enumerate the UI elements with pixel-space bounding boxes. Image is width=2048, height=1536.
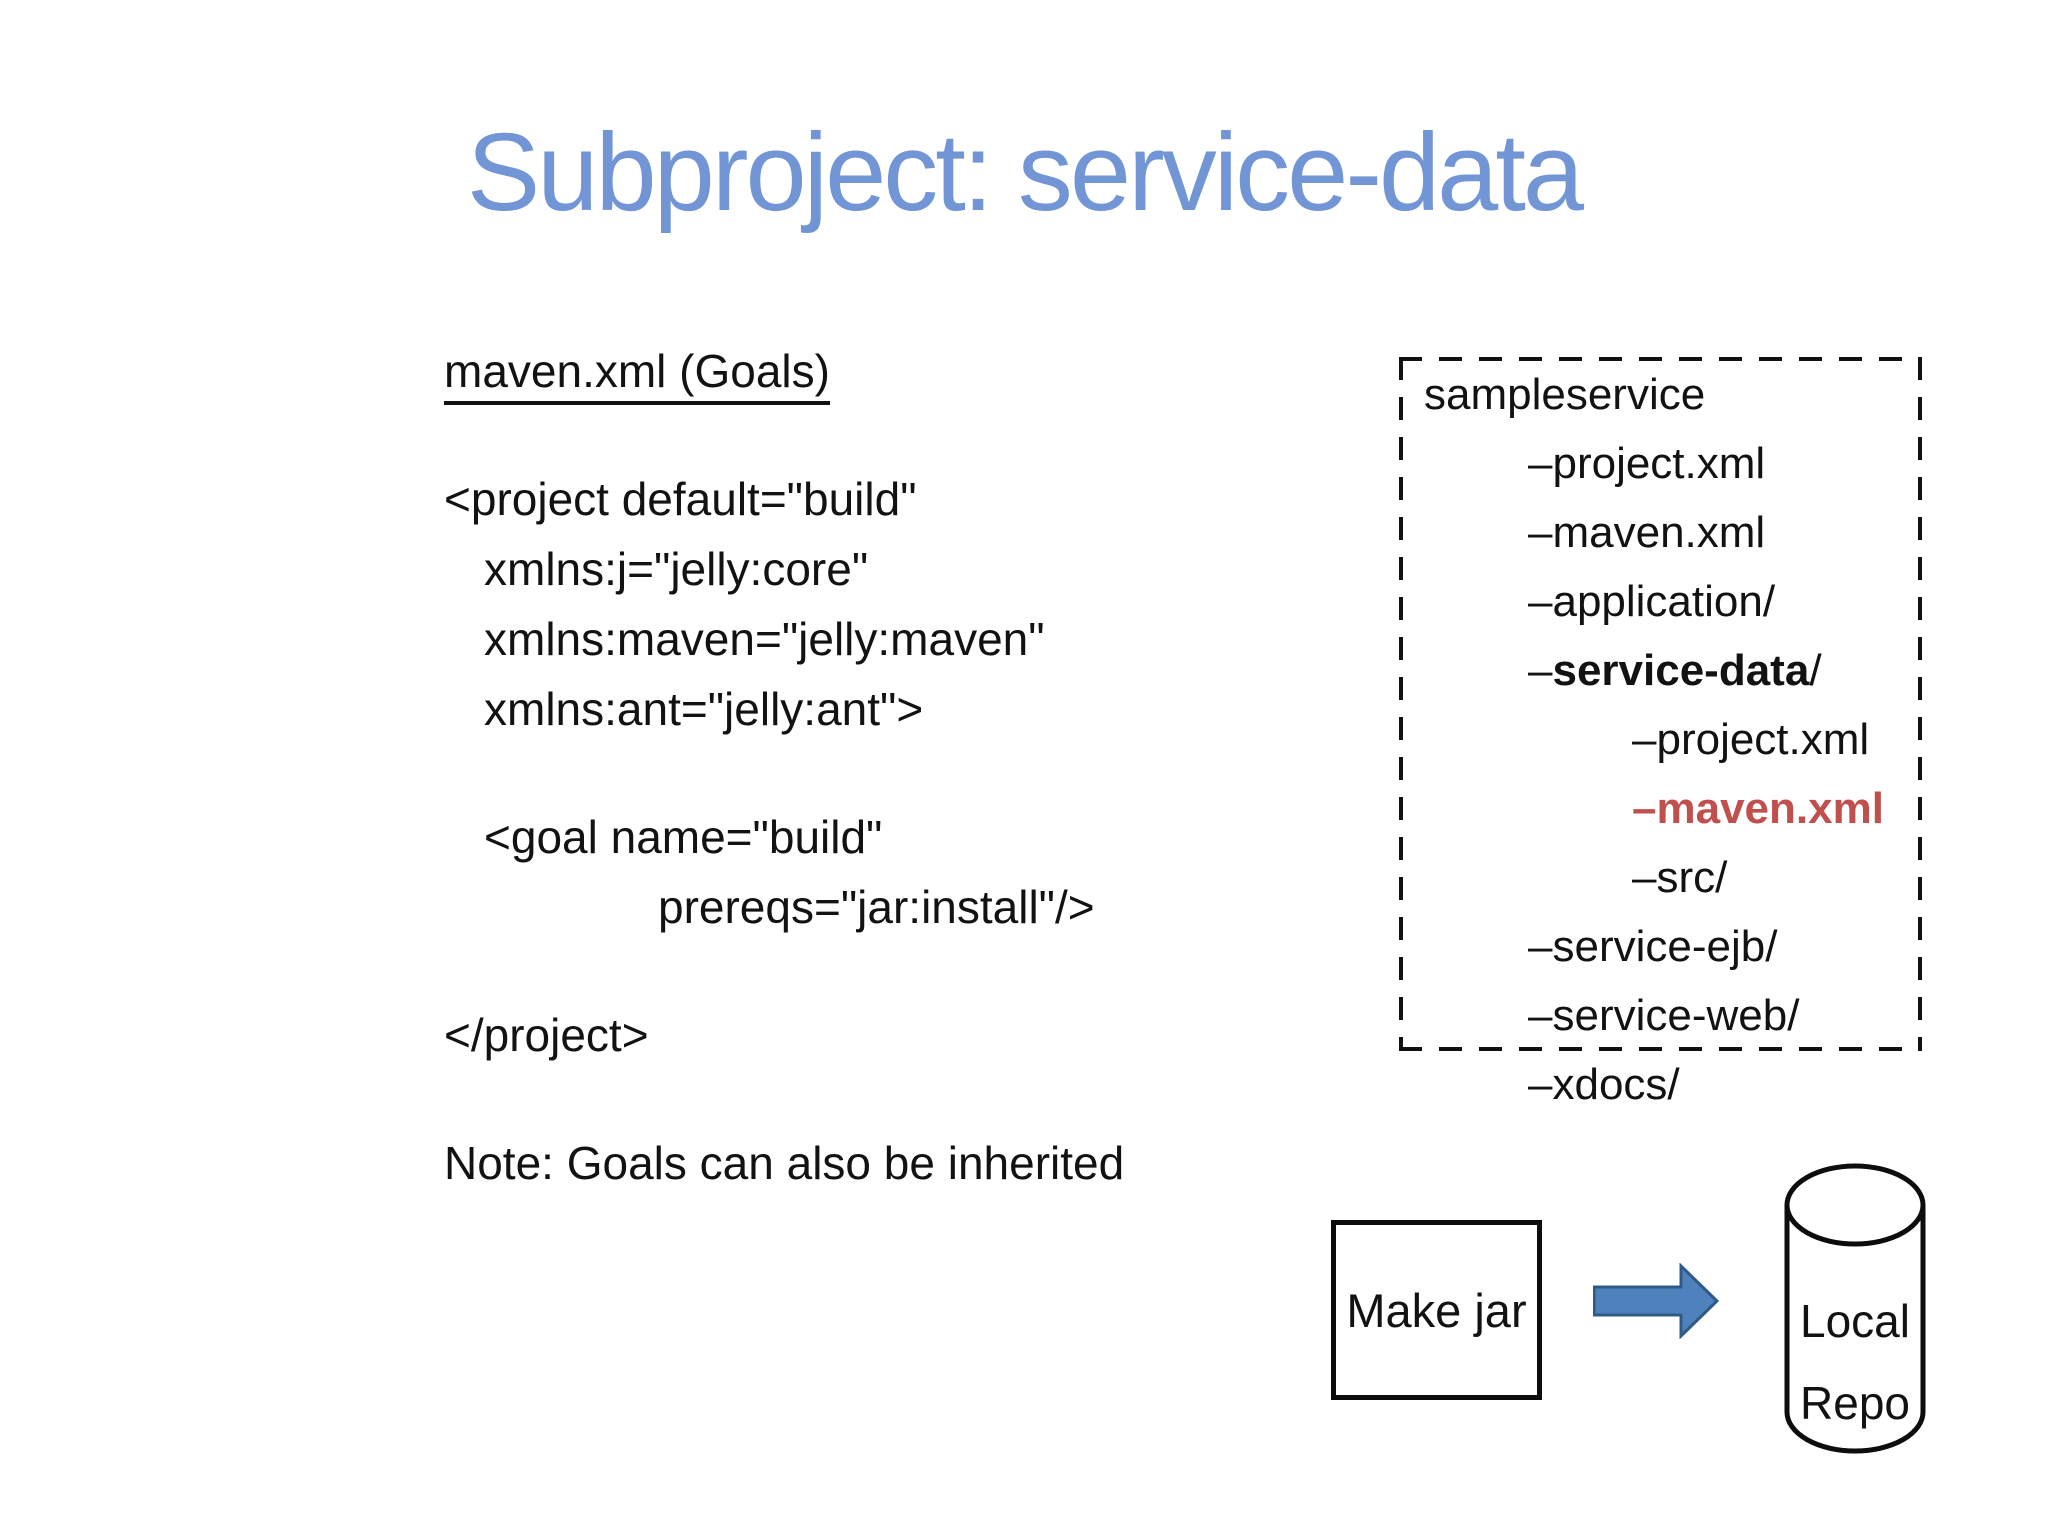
code-panel: maven.xml (Goals) <project default="buil…: [444, 336, 1304, 1198]
make-jar-box: Make jar: [1331, 1220, 1542, 1400]
tree-item-project-xml-2: –project.xml: [1632, 715, 1870, 764]
code-line: <project default="build": [444, 473, 917, 525]
code-heading: maven.xml (Goals): [444, 336, 1304, 406]
local-repo-line2: Repo: [1800, 1377, 1910, 1429]
make-jar-label: Make jar: [1346, 1283, 1527, 1337]
tree-item-xdocs: –xdocs/: [1528, 1060, 1680, 1109]
file-tree: sampleservice –project.xml –maven.xml –a…: [1400, 360, 2020, 1119]
spacer: [444, 406, 1304, 464]
arrow-right-icon: [1593, 1263, 1720, 1339]
spacer: [444, 744, 1304, 802]
code-line: xmlns:j="jelly:core": [484, 543, 869, 595]
database-cylinder-icon: [1784, 1163, 1926, 1454]
tree-item-src: –src/: [1632, 853, 1728, 902]
tree-item-service-web: –service-web/: [1528, 991, 1800, 1040]
tree-item-service-ejb: –service-ejb/: [1528, 922, 1778, 971]
spacer: [444, 942, 1304, 1000]
tree-item-application: –application/: [1528, 577, 1776, 626]
code-note: Note: Goals can also be inherited: [444, 1137, 1125, 1189]
tree-item-project-xml-1: –project.xml: [1528, 439, 1766, 488]
page-title: Subproject: service-data: [466, 111, 1584, 234]
tree-root: sampleservice: [1424, 370, 1706, 419]
code-line: <goal name="build": [484, 811, 883, 863]
local-repo-line1: Local: [1800, 1295, 1910, 1347]
file-tree-dashed-box: [1399, 357, 1922, 1051]
code-heading-text: maven.xml (Goals): [444, 345, 830, 405]
local-repo-label: Local Repo: [1782, 1280, 1928, 1444]
code-line: xmlns:ant="jelly:ant">: [484, 683, 924, 735]
spacer: [444, 1070, 1304, 1128]
tree-item-maven-xml-2-highlighted: –maven.xml: [1632, 784, 1884, 833]
code-line: prereqs="jar:install"/>: [658, 881, 1095, 933]
code-line: </project>: [444, 1009, 649, 1061]
tree-item-maven-xml-1: –maven.xml: [1528, 508, 1766, 557]
code-line: xmlns:maven="jelly:maven": [484, 613, 1045, 665]
tree-item-service-data: –service-data/: [1528, 646, 1822, 695]
